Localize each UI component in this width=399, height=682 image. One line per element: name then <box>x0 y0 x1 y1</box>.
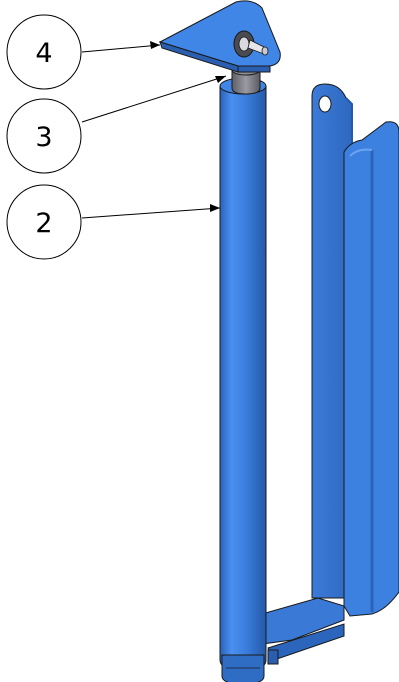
hinge-bracket <box>158 0 281 73</box>
side-plate <box>311 83 399 617</box>
pivot-hole <box>318 95 332 113</box>
balloon-2-label: 2 <box>35 208 52 239</box>
outer-tube <box>219 77 267 682</box>
balloon-4: 4 <box>6 14 82 90</box>
bottom-bracket <box>261 597 345 665</box>
balloon-2: 2 <box>6 184 82 260</box>
balloon-4-label: 4 <box>35 38 52 69</box>
balloon-3-label: 3 <box>35 122 52 153</box>
leader-lines <box>81 41 227 219</box>
balloon-3: 3 <box>6 98 82 174</box>
